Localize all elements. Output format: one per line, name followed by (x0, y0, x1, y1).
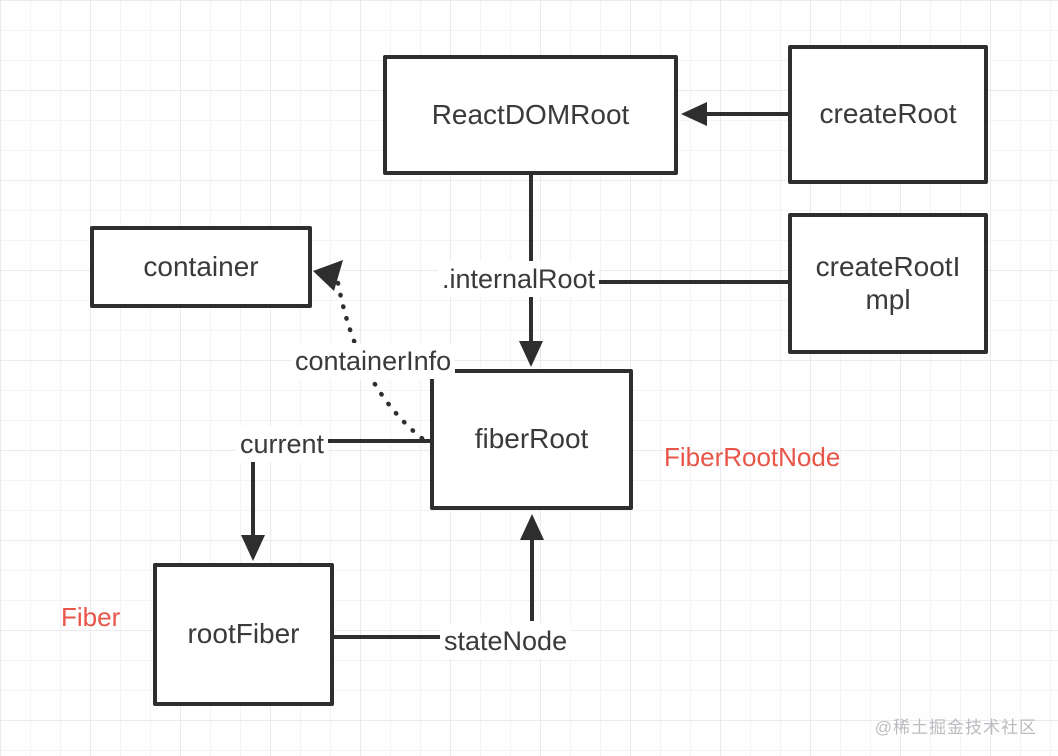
arrowhead-into-root-fiber-top (241, 535, 265, 561)
watermark: @稀土掘金技术社区 (874, 718, 1037, 737)
node-react-dom-root: ReactDOMRoot (383, 55, 678, 175)
arrowhead-into-fiber-root-bottom (520, 514, 544, 540)
node-root-fiber: rootFiber (153, 563, 334, 706)
annotation-fiber-root-node: FiberRootNode (664, 442, 841, 472)
node-create-root-impl-label-line1: createRootI (815, 251, 961, 283)
annotation-fiber: Fiber (61, 602, 121, 632)
node-fiber-root-label: fiberRoot (474, 423, 589, 455)
edge-label-internal-root: .internalRoot (438, 261, 600, 298)
edge-label-current: current (236, 426, 329, 463)
arrowhead-into-fiber-root-top (519, 341, 543, 367)
node-fiber-root: fiberRoot (430, 369, 633, 510)
arrowhead-into-react-dom-root (681, 102, 707, 126)
node-create-root: createRoot (788, 45, 988, 184)
edge-label-container-info: containerInfo (291, 343, 456, 380)
node-create-root-label: createRoot (819, 98, 957, 130)
node-container-label: container (143, 250, 259, 282)
arrowhead-into-container (313, 260, 343, 291)
edge-label-state-node: stateNode (440, 623, 572, 660)
node-root-fiber-label: rootFiber (187, 618, 300, 650)
node-react-dom-root-label: ReactDOMRoot (431, 98, 630, 130)
node-create-root-impl-label-line2: mpl (865, 283, 911, 315)
node-container: container (90, 226, 312, 308)
node-create-root-impl: createRootI mpl (788, 213, 988, 354)
